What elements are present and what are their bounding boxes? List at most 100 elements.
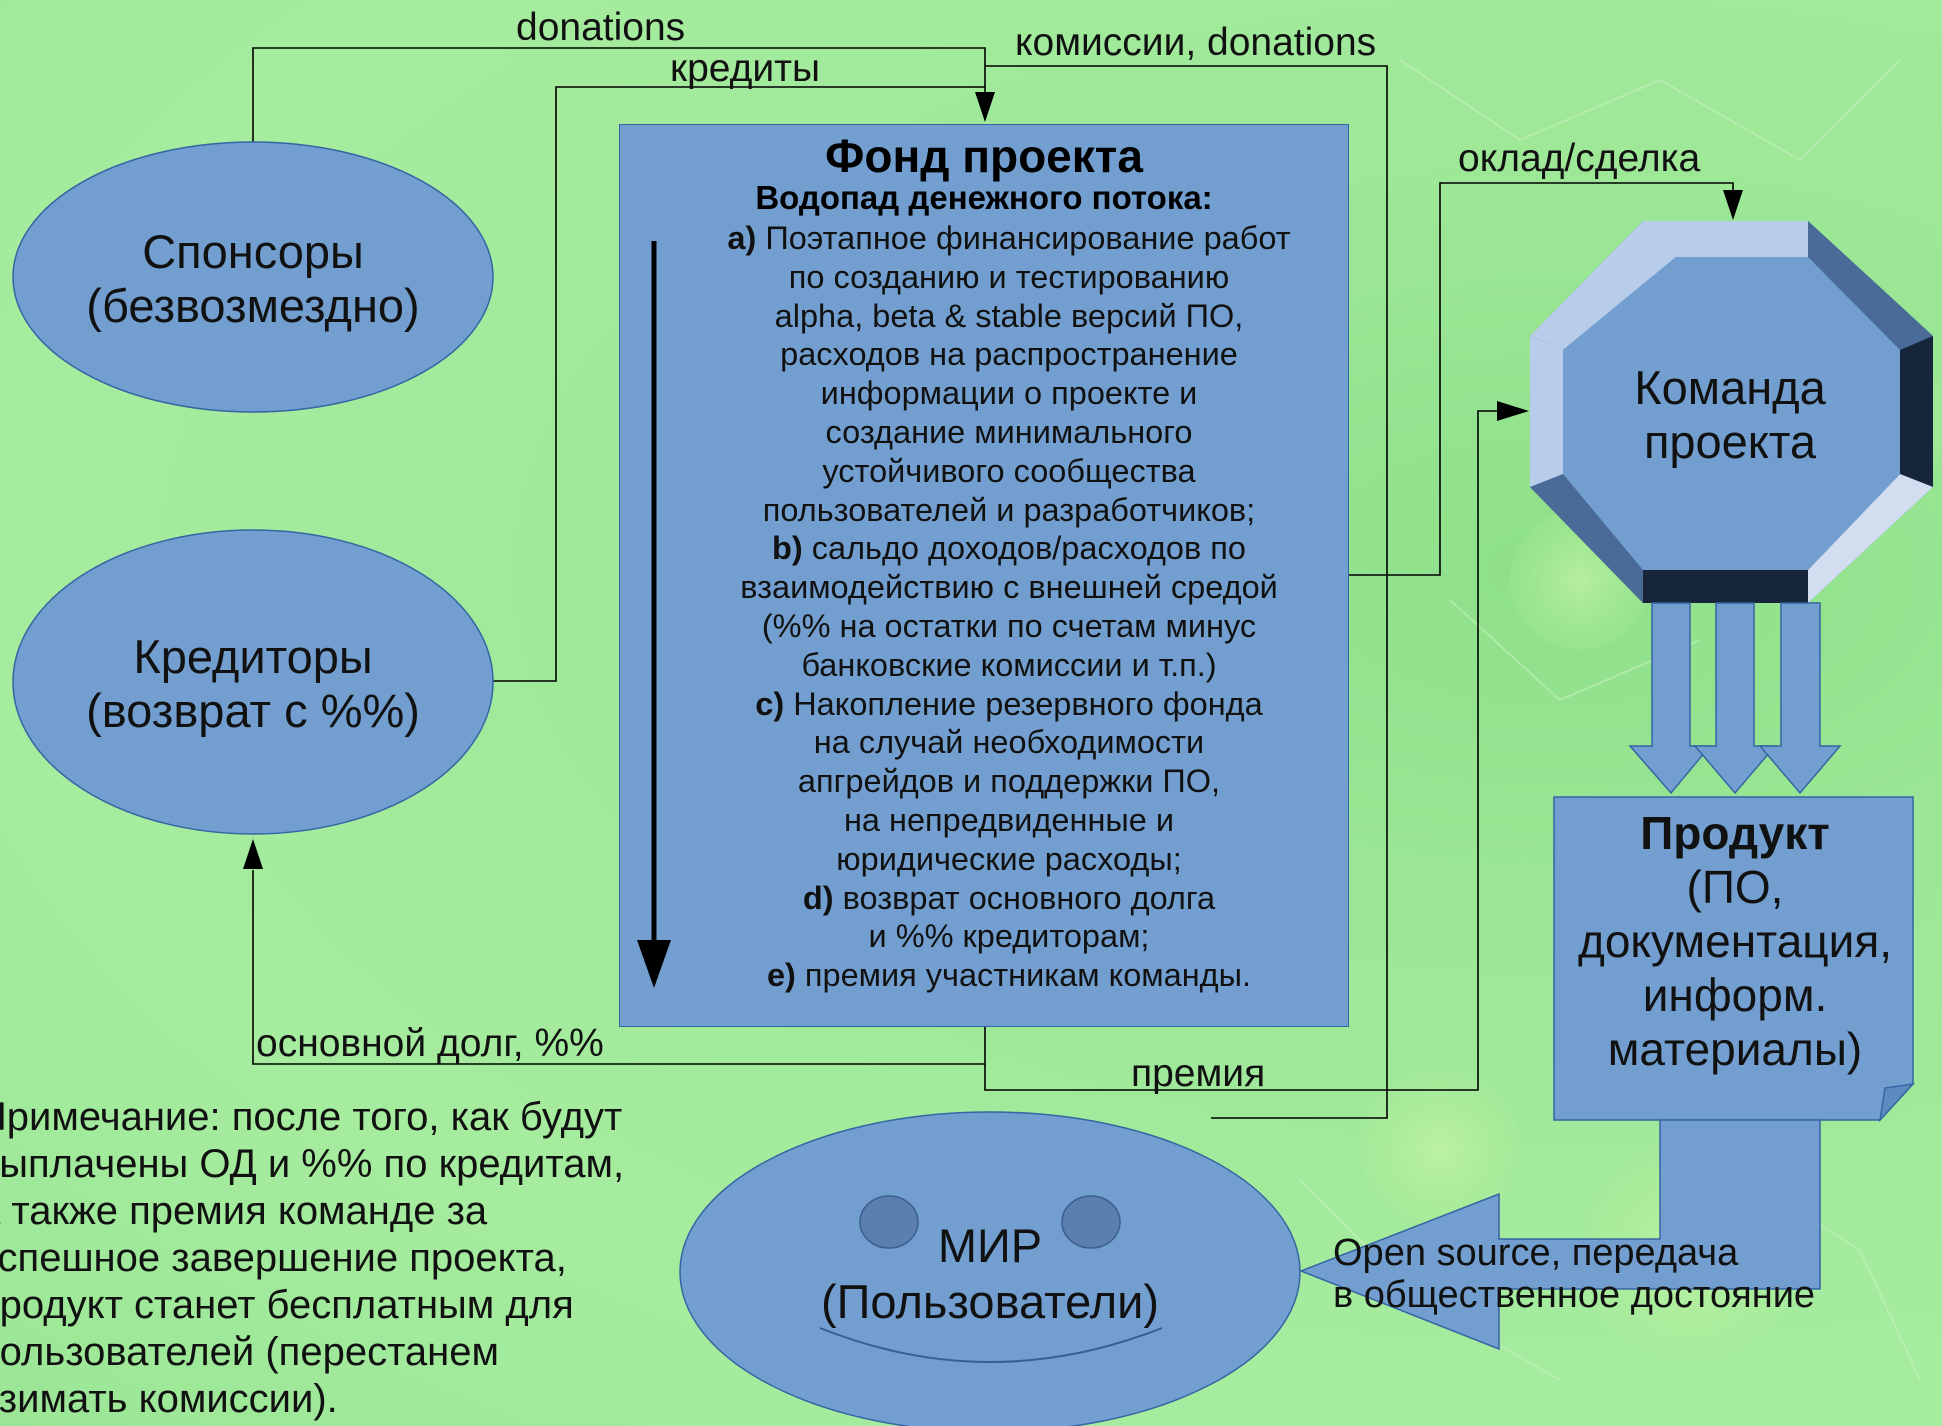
footnote-line: продукт станет бесплатным для bbox=[0, 1283, 574, 1327]
team-label: Команда проекта bbox=[1545, 361, 1915, 469]
fund-item-line: по созданию и тестированию bbox=[680, 258, 1338, 297]
fund-item-line: взаимодействию с внешней средой bbox=[680, 568, 1338, 607]
fund-item-line: b) сальдо доходов/расходов по bbox=[680, 529, 1338, 568]
team-octagon bbox=[1530, 221, 1933, 603]
arrowheads bbox=[243, 92, 1743, 869]
world-note: (Пользователи) bbox=[820, 1275, 1160, 1328]
fund-item-text: создание минимального bbox=[825, 413, 1193, 450]
fund-item-marker: d) bbox=[802, 879, 834, 916]
fund-item-text: расходов на распространение bbox=[780, 336, 1238, 373]
fund-subtitle: Водопад денежного потока: bbox=[755, 179, 1213, 216]
fund-item-text: взаимодействию с внешней средой bbox=[740, 569, 1278, 606]
fund-item-text: премия участникам команды. bbox=[804, 957, 1252, 994]
fund-item-text: Накопление резервного фонда bbox=[793, 685, 1263, 722]
world-ellipse bbox=[679, 1111, 1301, 1426]
fund-item-line: на случай необходимости bbox=[680, 723, 1338, 762]
fund-item-line: c) Накопление резервного фонда bbox=[680, 685, 1338, 724]
fund-item-text: по созданию и тестированию bbox=[788, 258, 1230, 295]
fund-item-text: (%% на остатки по счетам минус bbox=[761, 607, 1257, 644]
footnote-line: пользователей (перестанем bbox=[0, 1330, 500, 1374]
fund-item-text: alpha, beta & stable версий ПО, bbox=[774, 297, 1244, 334]
world-label: МИР (Пользователи) bbox=[800, 1218, 1180, 1330]
salary-label: оклад/сделка bbox=[1458, 137, 1701, 180]
principal-label: основной долг, %% bbox=[256, 1022, 604, 1065]
product-document-fold bbox=[1878, 1082, 1915, 1123]
footnote: Примечание: после того, как будут выплач… bbox=[0, 1094, 624, 1423]
fund-item-marker: e) bbox=[766, 957, 796, 994]
open-source-label-1: Open source, передача bbox=[1333, 1232, 1739, 1274]
fund-item-line: расходов на распространение bbox=[680, 335, 1338, 374]
footnote-line: выплачены ОД и %% по кредитам, bbox=[0, 1142, 625, 1186]
fund-item-marker: a) bbox=[727, 220, 757, 256]
fund-item-line: на непредвиденные и bbox=[680, 801, 1338, 840]
footnote-line: Примечание: после того, как будут bbox=[0, 1095, 623, 1139]
open-source-label-2: в общественное достояние bbox=[1333, 1274, 1816, 1316]
bonus-connector bbox=[984, 410, 1505, 1091]
donations-connector bbox=[252, 47, 986, 142]
donations-arrowhead bbox=[975, 92, 995, 122]
team-line2: проекта bbox=[1643, 415, 1817, 469]
fund-item-line: банковские комиссии и т.п.) bbox=[680, 646, 1338, 685]
fund-item-text: банковские комиссии и т.п.) bbox=[801, 646, 1217, 683]
fund-item-line: апгрейдов и поддержки ПО, bbox=[680, 762, 1338, 801]
world-left-eye bbox=[859, 1195, 919, 1249]
fund-item-line: (%% на остатки по счетам минус bbox=[680, 607, 1338, 646]
fund-item-text: апгрейдов и поддержки ПО, bbox=[797, 763, 1221, 800]
commissions-label: комиссии, donations bbox=[1015, 21, 1377, 64]
fund-item-text: пользователей и разработчиков; bbox=[762, 491, 1256, 528]
fund-item-text: на случай необходимости bbox=[813, 724, 1205, 761]
product-line: документация, bbox=[1577, 915, 1893, 967]
footnote-line: успешное завершение проекта, bbox=[0, 1236, 567, 1280]
world-smile bbox=[819, 1327, 1163, 1363]
fund-item-line: e) премия участникам команды. bbox=[680, 956, 1338, 995]
world-right-eye bbox=[1061, 1195, 1121, 1249]
salary-connector bbox=[1349, 182, 1734, 576]
fund-item-line: и %% кредиторам; bbox=[680, 917, 1338, 956]
footnote-line: взимать комиссии). bbox=[0, 1377, 338, 1421]
product-title: Продукт bbox=[1640, 807, 1830, 859]
fund-item-line: информации о проекте и bbox=[680, 374, 1338, 413]
fund-item-line: создание минимального bbox=[680, 413, 1338, 452]
fund-item-text: и %% кредиторам; bbox=[868, 918, 1150, 955]
principal-connector bbox=[252, 870, 986, 1065]
credits-label: кредиты bbox=[670, 47, 821, 90]
product-line: (ПО, bbox=[1686, 861, 1784, 913]
fund-item-text: Поэтапное финансирование работ bbox=[765, 220, 1291, 256]
fund-item-line: юридические расходы; bbox=[680, 840, 1338, 879]
open-source-arrow bbox=[1298, 1119, 1821, 1351]
creditors-label: Кредиторы (возврат с %%) bbox=[53, 630, 453, 738]
credits-connector bbox=[492, 86, 985, 682]
team-line1: Команда bbox=[1634, 361, 1826, 414]
fund-item-text: на непредвиденные и bbox=[843, 801, 1175, 838]
creditors-ellipse bbox=[12, 529, 494, 835]
fund-item-text: информации о проекте и bbox=[820, 375, 1198, 412]
product-line: информ. bbox=[1642, 969, 1828, 1021]
fund-item-text: юридические расходы; bbox=[836, 840, 1182, 877]
bonus-arrowhead bbox=[1497, 401, 1529, 421]
sponsors-label: Спонсоры (безвозмездно) bbox=[53, 225, 453, 333]
connectors bbox=[252, 47, 1734, 1119]
footnote-line: а также премия команде за bbox=[0, 1189, 488, 1233]
fund-item-text: возврат основного долга bbox=[842, 879, 1216, 916]
fund-item-line: пользователей и разработчиков; bbox=[680, 491, 1338, 530]
creditors-name: Кредиторы bbox=[133, 630, 373, 683]
sponsors-note: (безвозмездно) bbox=[86, 279, 420, 333]
salary-arrowhead bbox=[1723, 190, 1743, 220]
fund-item-line: d) возврат основного долга bbox=[680, 879, 1338, 918]
fund-title: Фонд проекта bbox=[825, 130, 1143, 182]
donations-label: donations bbox=[516, 6, 686, 49]
fund-item-marker: b) bbox=[772, 530, 803, 567]
world-name: МИР bbox=[937, 1219, 1043, 1272]
fund-item-marker: c) bbox=[755, 685, 785, 722]
fund-item-text: сальдо доходов/расходов по bbox=[811, 530, 1246, 567]
sponsors-name: Спонсоры bbox=[142, 225, 364, 278]
fund-item-line: устойчивого сообщества bbox=[680, 452, 1338, 491]
creditors-note: (возврат с %%) bbox=[86, 684, 420, 738]
fund-item-line: a) Поэтапное финансирование работ bbox=[680, 219, 1338, 258]
sponsors-ellipse bbox=[12, 141, 494, 413]
fund-box: Фонд проекта Водопад денежного потока: a… bbox=[619, 124, 1349, 1027]
fund-item-text: устойчивого сообщества bbox=[822, 452, 1196, 489]
fund-item-line: alpha, beta & stable версий ПО, bbox=[680, 297, 1338, 336]
product-line: материалы) bbox=[1607, 1023, 1863, 1075]
